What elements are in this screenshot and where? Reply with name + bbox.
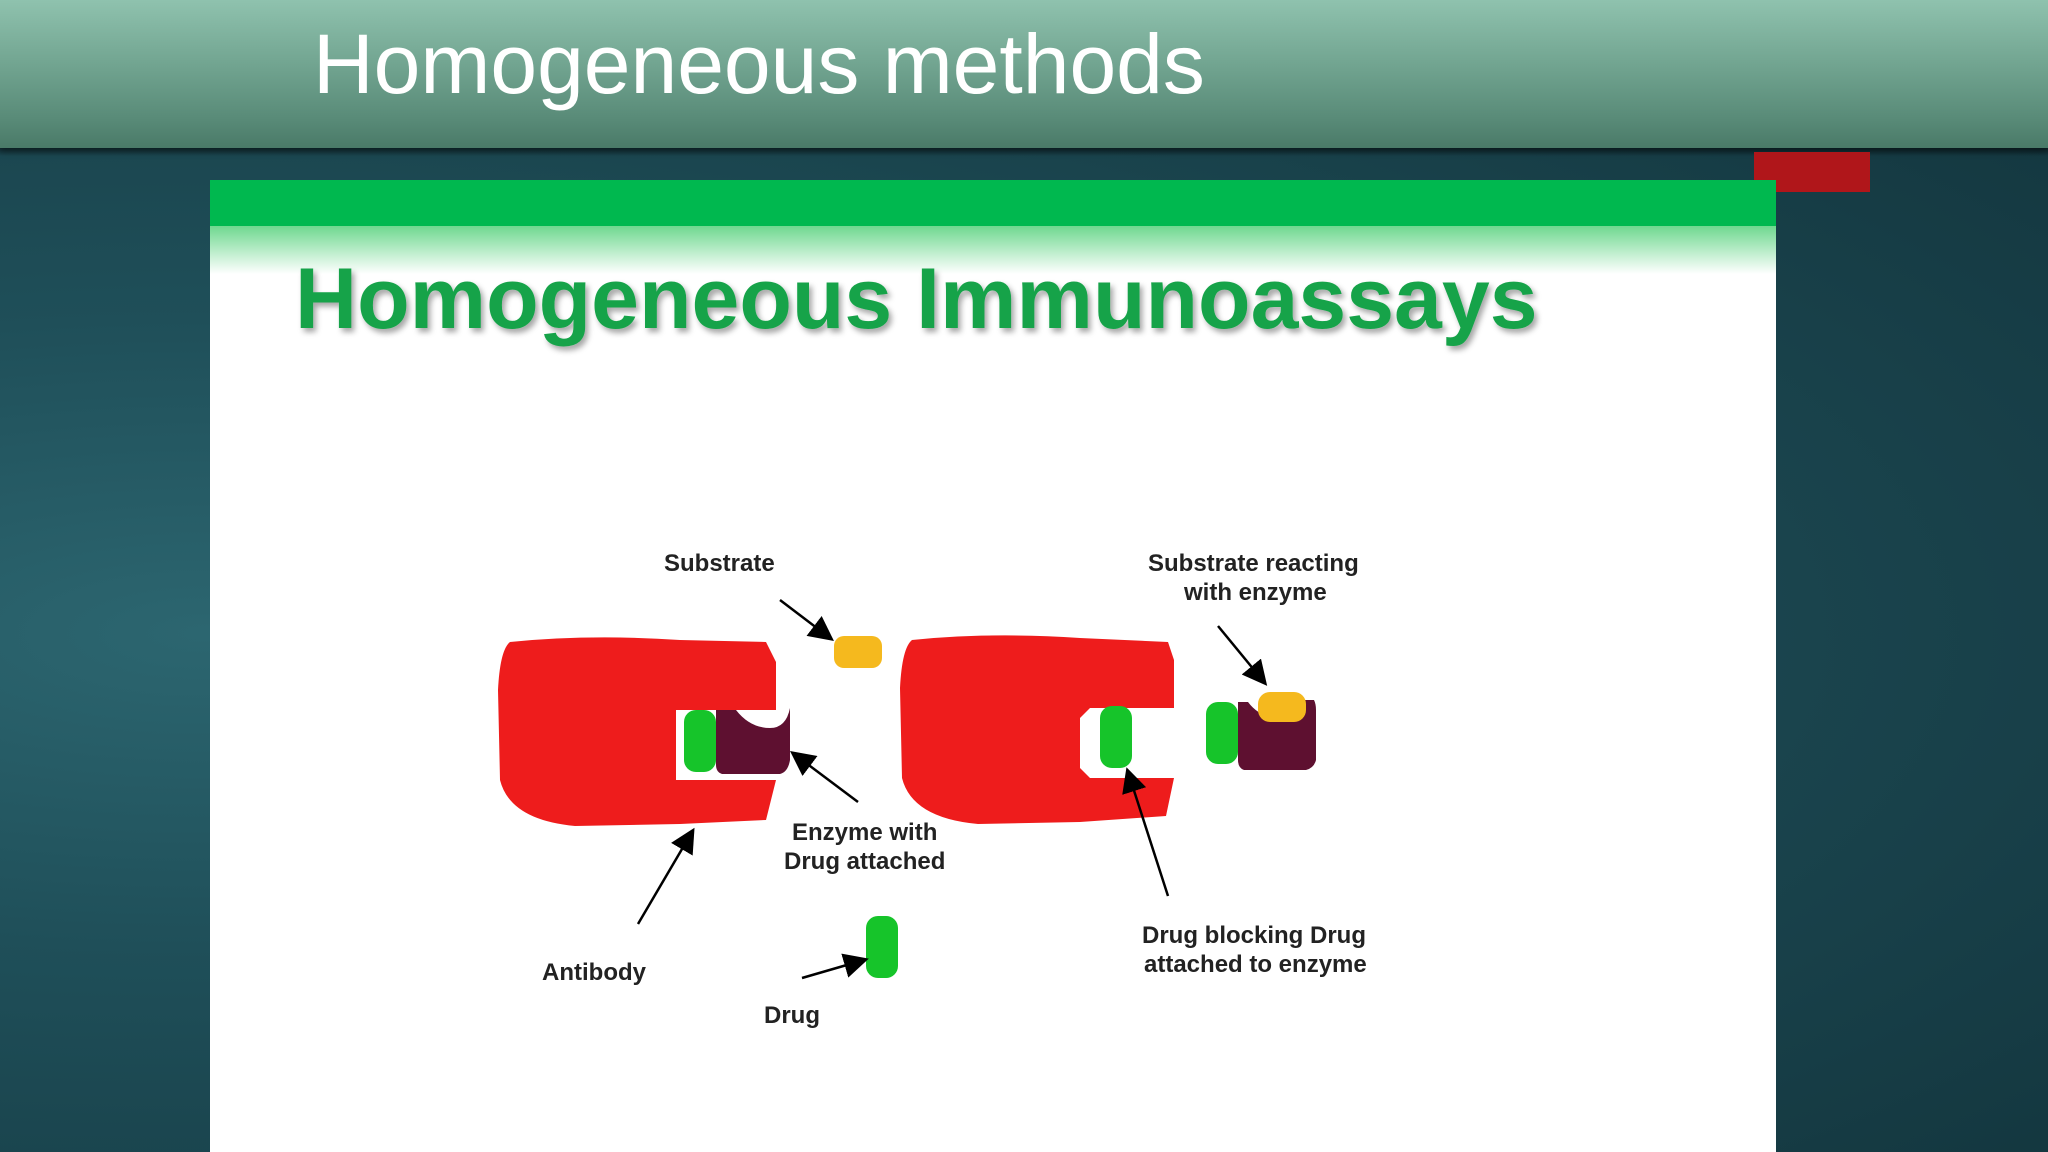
slide-title: Homogeneous methods	[313, 17, 1205, 111]
drug-bound-left	[684, 710, 716, 772]
arrow-drug-blocking	[1122, 767, 1170, 897]
immunoassay-diagram: Homogeneous Immunoassays Substrate Enzym…	[210, 180, 1776, 1029]
label-drug: Drug	[764, 1002, 820, 1029]
label-enzyme-line1: Enzyme with	[792, 819, 937, 846]
figure-panel: Homogeneous Immunoassays Substrate Enzym…	[210, 180, 1776, 1152]
label-blocking-line2: attached to enzyme	[1144, 951, 1367, 978]
figure-green-band	[210, 180, 1776, 226]
substrate-right	[1258, 692, 1306, 722]
arrow-substrate-reacting	[1217, 625, 1268, 686]
substrate-left	[834, 636, 882, 668]
figure-title: Homogeneous Immunoassays	[295, 251, 1538, 347]
arrow-enzyme	[790, 751, 859, 803]
arrow-drug	[801, 953, 869, 980]
drug-free	[866, 916, 898, 978]
drug-on-enzyme	[1206, 702, 1238, 764]
label-reacting-line1: Substrate reacting	[1148, 550, 1359, 577]
header-shadow	[0, 148, 2048, 156]
arrow-substrate	[779, 599, 834, 642]
label-antibody: Antibody	[542, 959, 647, 986]
label-enzyme-line2: Drug attached	[784, 848, 945, 875]
header-bar: Homogeneous methods	[0, 0, 2048, 148]
antibody-shape-right	[900, 635, 1174, 824]
label-reacting-line2: with enzyme	[1183, 579, 1327, 606]
arrow-antibody	[636, 827, 695, 925]
label-substrate: Substrate	[664, 550, 775, 577]
drug-bound-right	[1100, 706, 1132, 768]
figure-band-fade	[210, 226, 1776, 274]
antibody-shape-left	[498, 637, 776, 826]
label-blocking-line1: Drug blocking Drug	[1142, 922, 1366, 949]
enzyme-left	[716, 708, 790, 774]
